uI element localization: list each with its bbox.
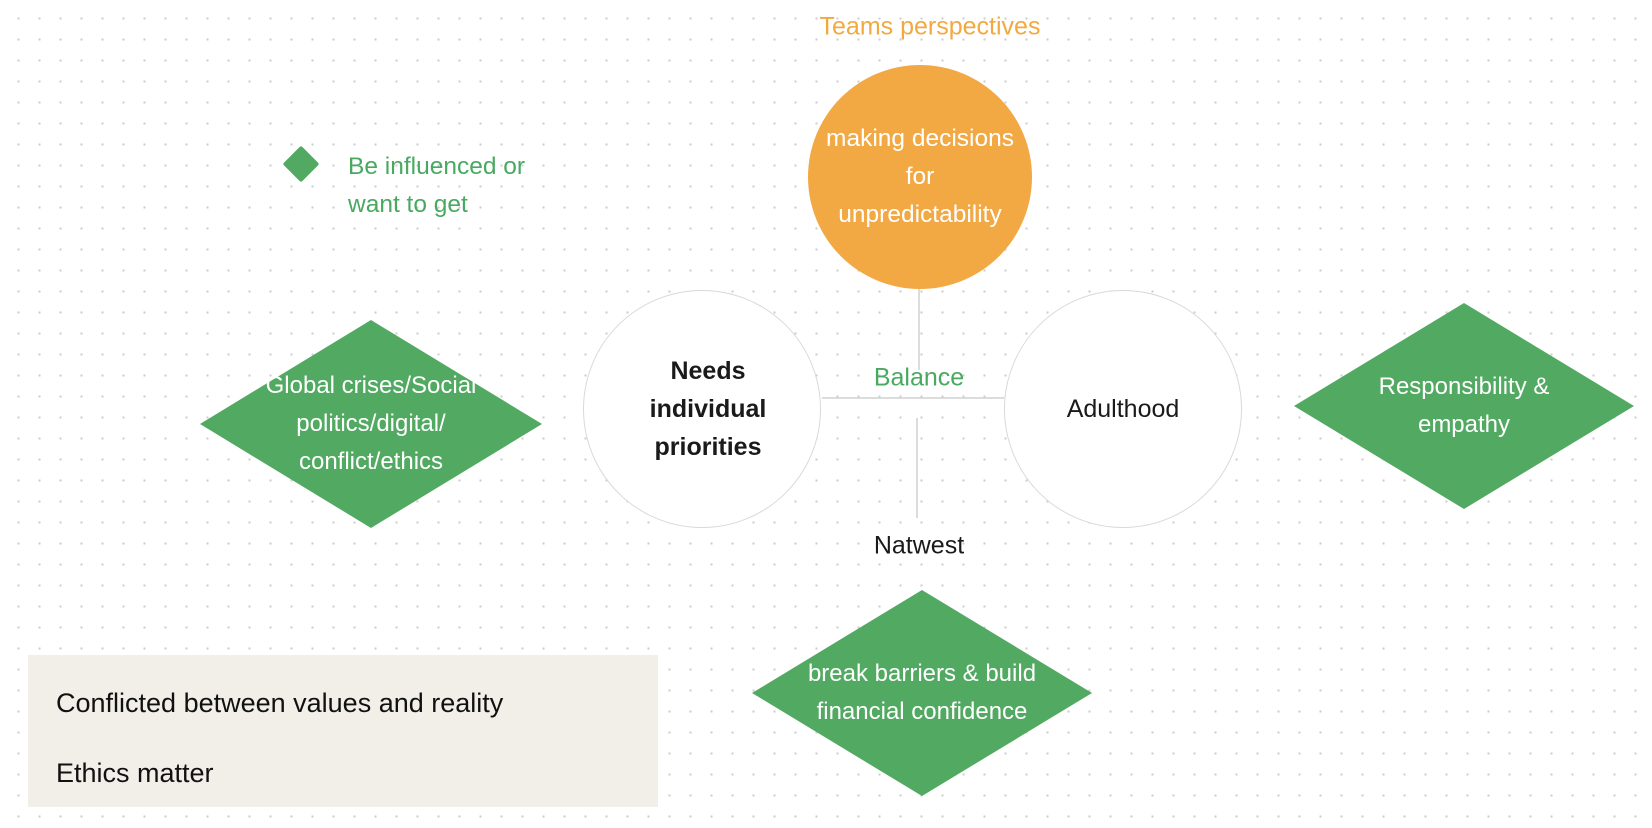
diamond-shape (752, 590, 1092, 796)
note-card: Conflicted between values and reality Et… (28, 655, 658, 807)
diamond-global-crises-label: Global crises/Social politics/digital/ c… (265, 372, 477, 475)
right-circle-adulthood: Adulthood (1004, 290, 1242, 528)
right-circle-label: Adulthood (1066, 394, 1180, 423)
natwest-label: Natwest (873, 531, 965, 560)
diamond-financial-confidence-label: break barriers & build financial confide… (807, 660, 1037, 725)
left-circle-line1: Needs (670, 357, 746, 385)
center-circle-unpredictability: making decisions for unpredictability (808, 65, 1032, 289)
diamond-responsibility: Responsibility & empathy (1294, 303, 1634, 509)
note-line-values: Conflicted between values and reality (56, 688, 504, 718)
center-circle-label: making decisions for unpredictability (826, 125, 1014, 228)
left-circle-line2: individual priorities (649, 395, 767, 461)
diamond-shape (200, 320, 542, 528)
diamond-shape (1294, 303, 1634, 509)
diamond-global-crises: Global crises/Social politics/digital/ c… (200, 320, 542, 528)
diagram-title: Teams perspectives (819, 12, 1041, 41)
diamond-financial-confidence: break barriers & build financial confide… (752, 590, 1092, 796)
diamond-responsibility-label: Responsibility & empathy (1378, 373, 1550, 438)
left-circle-needs: Needs individual priorities (583, 290, 821, 528)
note-line-ethics: Ethics matter (56, 758, 214, 788)
balance-label: Balance (873, 363, 965, 392)
legend-text: Be influenced or want to get (348, 153, 526, 218)
